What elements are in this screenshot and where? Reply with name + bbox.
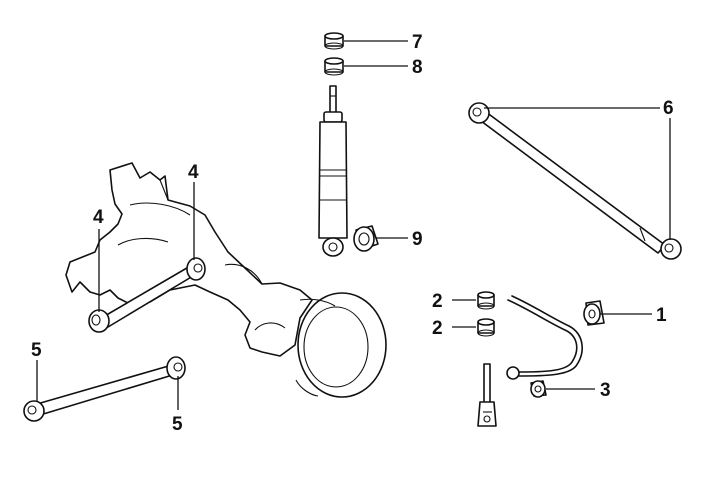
- shock-body: [318, 121, 348, 239]
- lateral-control-rod: [468, 102, 682, 260]
- callout-1: 1: [656, 305, 667, 326]
- shock-lower-eye: [322, 237, 344, 257]
- callout-8: 8: [412, 57, 423, 78]
- stabilizer-link: [477, 363, 497, 427]
- callout-3: 3: [600, 380, 611, 401]
- lateral-rod-bushing-bottom: [660, 238, 682, 260]
- callout-4-left: 4: [93, 207, 104, 228]
- rear-axle-housing: [65, 162, 387, 398]
- callout-labels: 7 8 9 6 1 2 2 3 4 4 5 5: [31, 32, 674, 435]
- bushing-7: [324, 32, 344, 50]
- leader-lines: [36, 40, 671, 410]
- lower-control-arm: [23, 356, 186, 422]
- stabilizer-bar: [506, 295, 583, 380]
- lateral-rod-bushing-top: [468, 102, 490, 124]
- bushing-2-top: [477, 291, 495, 310]
- callout-5-left: 5: [31, 340, 42, 361]
- bushing-2-bottom: [477, 318, 495, 337]
- lower-arm-bushing-rear: [166, 356, 186, 380]
- brake-backing-plate: [297, 292, 387, 398]
- lower-arm-bushing-front: [23, 400, 45, 422]
- bushing-1: [583, 300, 605, 326]
- shock-absorber: [318, 85, 348, 257]
- bushing-9: [353, 225, 379, 252]
- callout-2-top: 2: [432, 291, 443, 312]
- callout-6: 6: [663, 98, 674, 119]
- bushing-3: [530, 380, 547, 398]
- shock-rod: [329, 85, 337, 115]
- callout-7: 7: [412, 32, 423, 53]
- bushing-8: [324, 57, 344, 76]
- callout-9: 9: [412, 229, 423, 250]
- upper-control-arm: [88, 257, 206, 333]
- callout-5-right: 5: [172, 414, 183, 435]
- arm-bushing-rear: [186, 257, 206, 281]
- callout-4-right: 4: [188, 162, 199, 183]
- callout-2-bottom: 2: [432, 318, 443, 339]
